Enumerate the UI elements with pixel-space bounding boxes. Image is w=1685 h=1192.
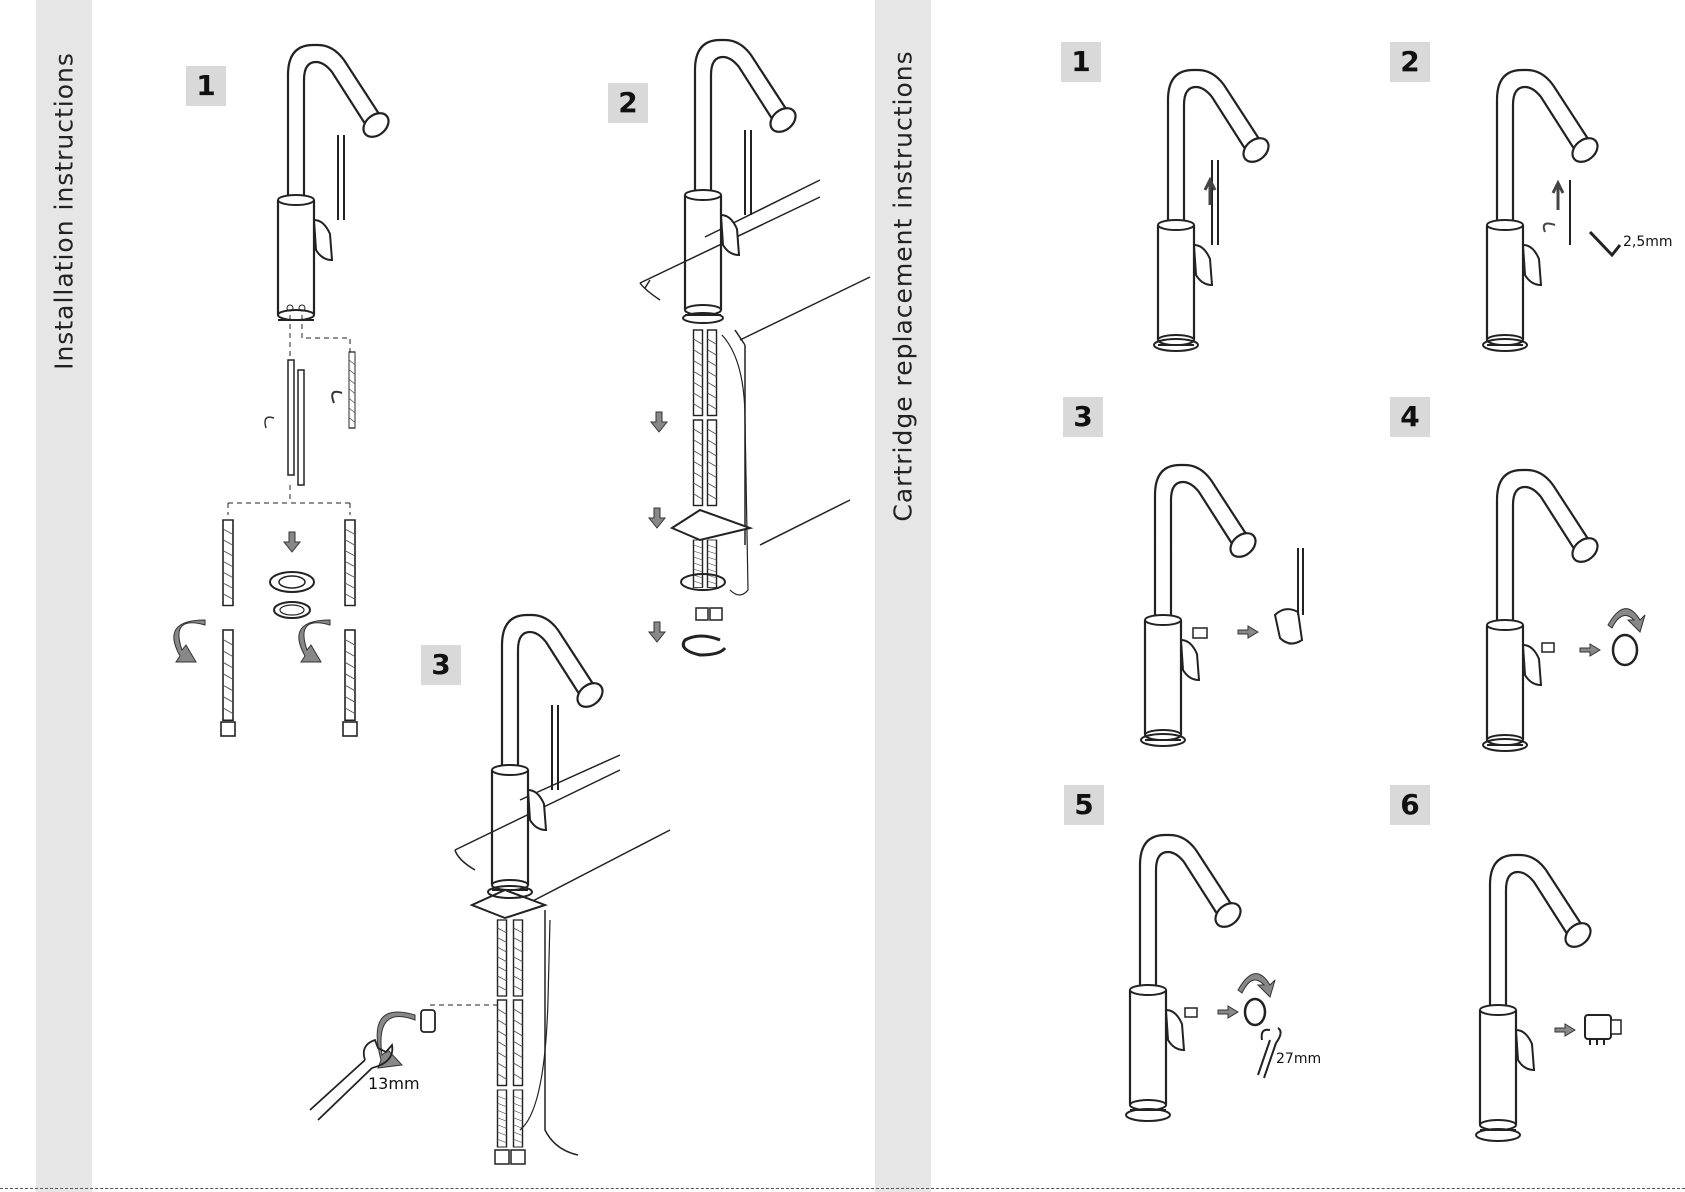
install-step1-faucet xyxy=(278,45,393,320)
install-step1-hoses xyxy=(221,520,357,736)
bottom-dashed-rule xyxy=(0,1188,1685,1189)
